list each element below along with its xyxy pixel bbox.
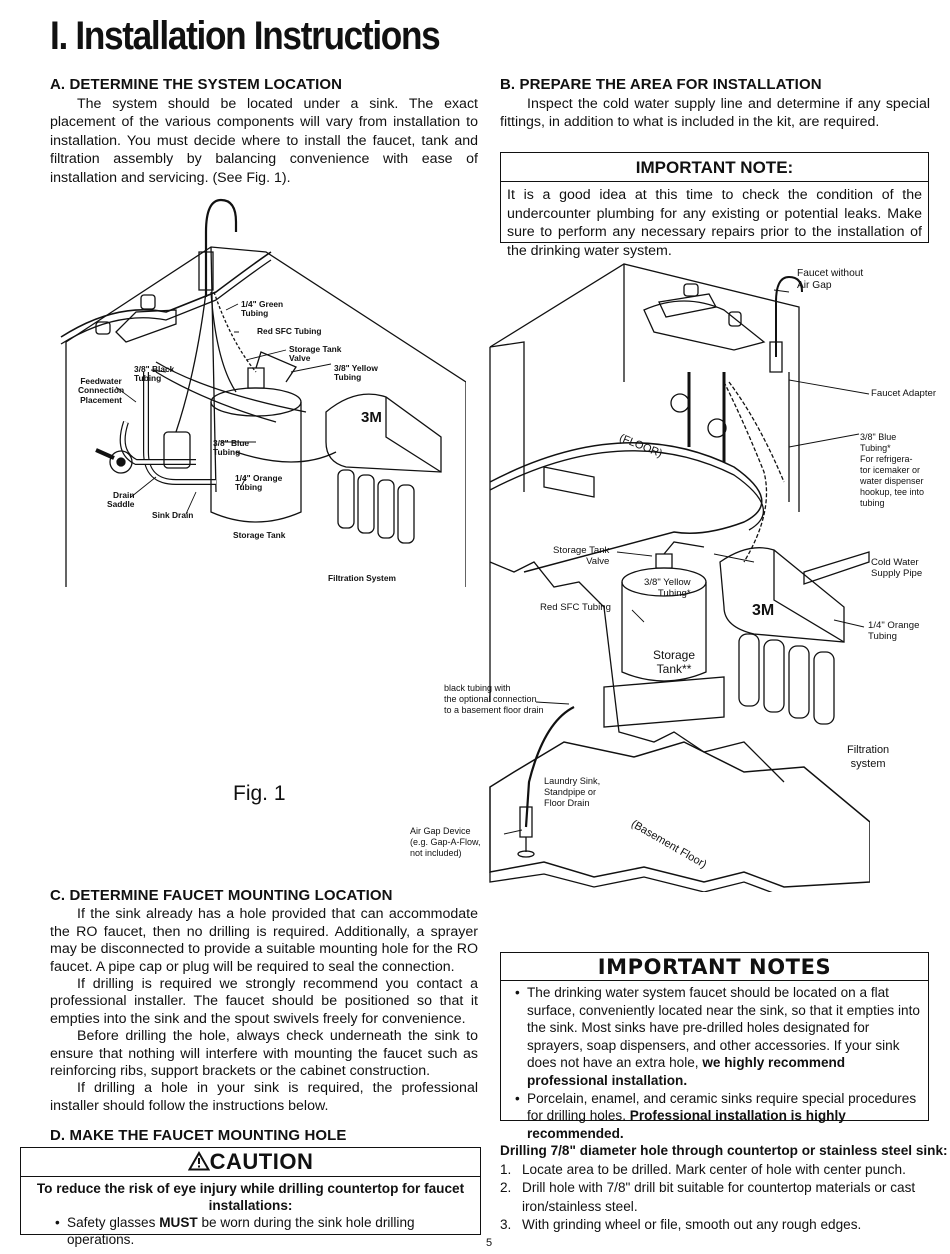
important-notes-list: The drinking water system faucet should … <box>501 981 928 1142</box>
fig2-label-faucet-no-gap: Faucet without Air Gap <box>797 268 864 292</box>
fig1-label-filtration: Filtration System <box>328 573 396 583</box>
drilling-step: 1.Locate area to be drilled. Mark center… <box>500 1161 906 1177</box>
caution-box: CAUTION To reduce the risk of eye injury… <box>20 1147 481 1247</box>
page-number: 5 <box>486 1237 493 1249</box>
fig1-label-sinkdrain: Sink Drain <box>152 510 194 520</box>
fig1-label-blue: 3/8" Blue Tubing <box>213 438 250 458</box>
fig1-label-redsfc: Red SFC Tubing <box>257 326 322 336</box>
section-b-body: Inspect the cold water supply line and d… <box>500 95 930 131</box>
caution-warning: To reduce the risk of eye injury while d… <box>36 1181 465 1213</box>
caution-bullet: Safety glasses MUST be worn during the s… <box>41 1214 476 1248</box>
fig2-brand-logo: 3M <box>752 602 774 619</box>
fig2-label-valve: Storage Tank Valve <box>553 545 610 567</box>
section-c-heading: C. DETERMINE FAUCET MOUNTING LOCATION <box>50 887 393 904</box>
drilling-step: 2.Drill hole with 7/8" drill bit suitabl… <box>500 1180 916 1214</box>
section-d-heading: D. MAKE THE FAUCET MOUNTING HOLE <box>50 1127 347 1144</box>
fig1-illustration: 3M <box>56 192 466 592</box>
drilling-section: Drilling 7/8" diameter hole through coun… <box>500 1142 948 1235</box>
drilling-step: 3.With grinding wheel or file, smooth ou… <box>500 1217 862 1233</box>
fig2-label-redsfc: Red SFC Tubing <box>540 602 611 613</box>
page-title: I. Installation Instructions <box>50 14 441 58</box>
fig1-label-black: 3/8" Black Tubing <box>134 364 175 384</box>
section-a-heading: A. DETERMINE THE SYSTEM LOCATION <box>50 76 343 93</box>
fig2-label-filtration: Filtration system <box>847 744 890 770</box>
section-b: B. PREPARE THE AREA FOR INSTALLATION Ins… <box>500 76 930 132</box>
caution-list: Safety glasses MUST be worn during the s… <box>21 1214 480 1248</box>
fig1-caption: Fig. 1 <box>233 782 286 805</box>
fig2-label-laundry: Laundry Sink, Standpipe or Floor Drain <box>544 776 601 808</box>
fig1-brand-logo: 3M <box>361 409 382 426</box>
fig1-label-green: 1/4" Green Tubing <box>241 299 284 319</box>
caution-heading: CAUTION <box>209 1149 314 1174</box>
fig1-label-orange: 1/4" Orange Tubing <box>235 473 283 493</box>
fig1-label-tank: Storage Tank <box>233 530 286 540</box>
important-notes-bullet-2: Porcelain, enamel, and ceramic sinks req… <box>501 1090 920 1143</box>
important-note-box: IMPORTANT NOTE: It is a good idea at thi… <box>500 152 929 259</box>
section-c-p1: If the sink already has a hole provided … <box>50 906 478 975</box>
section-c-p4: If drilling a hole in your sink is requi… <box>50 1080 478 1114</box>
warning-triangle-icon <box>188 1150 210 1170</box>
section-b-heading: B. PREPARE THE AREA FOR INSTALLATION <box>500 76 822 93</box>
important-note-heading: IMPORTANT NOTE: <box>501 153 928 182</box>
section-c: C. DETERMINE FAUCET MOUNTING LOCATION If… <box>50 887 478 1115</box>
important-notes-heading: IMPORTANT NOTES <box>501 953 928 981</box>
fig1-label-valve: Storage Tank Valve <box>289 344 342 364</box>
fig2-label-blue: 3/8" Blue Tubing* For refrigera- tor ice… <box>860 432 925 508</box>
fig1-label-yellow: 3/8" Yellow Tubing <box>334 363 378 383</box>
drilling-steps: 1.Locate area to be drilled. Mark center… <box>500 1161 932 1235</box>
fig2-illustration: 3M <box>484 262 870 892</box>
fig2-label-tank: Storage Tank** <box>653 648 696 676</box>
caution-header: CAUTION <box>21 1148 480 1177</box>
section-d: D. MAKE THE FAUCET MOUNTING HOLE <box>50 1127 478 1146</box>
fig2-label-cold: Cold Water Supply Pipe <box>871 557 923 579</box>
fig2-label-adapter: Faucet Adapter <box>871 388 937 399</box>
section-a: A. DETERMINE THE SYSTEM LOCATION The sys… <box>50 76 478 188</box>
fig2-label-black-tubing: black tubing with the optional connectio… <box>444 683 544 715</box>
fig2-label-yellow: 3/8" Yellow Tubing* <box>644 577 691 599</box>
important-note-body: It is a good idea at this time to check … <box>507 187 922 259</box>
fig2-label-orange: 1/4" Orange Tubing <box>868 620 920 642</box>
fig2-label-airgap: Air Gap Device (e.g. Gap-A-Flow, not inc… <box>410 826 481 858</box>
section-c-p3: Before drilling the hole, always check u… <box>50 1028 478 1080</box>
fig1-label-drain: Drain Saddle <box>107 490 135 510</box>
section-a-body: The system should be located under a sin… <box>50 95 478 186</box>
drilling-heading: Drilling 7/8" diameter hole through coun… <box>500 1143 948 1158</box>
fig1-label-feedwater: Feedwater Connection Placement <box>78 376 125 405</box>
important-notes-box: IMPORTANT NOTES The drinking water syste… <box>500 952 929 1141</box>
section-c-p2: If drilling is required we strongly reco… <box>50 976 478 1027</box>
important-notes-bullet-1: The drinking water system faucet should … <box>501 984 920 1090</box>
